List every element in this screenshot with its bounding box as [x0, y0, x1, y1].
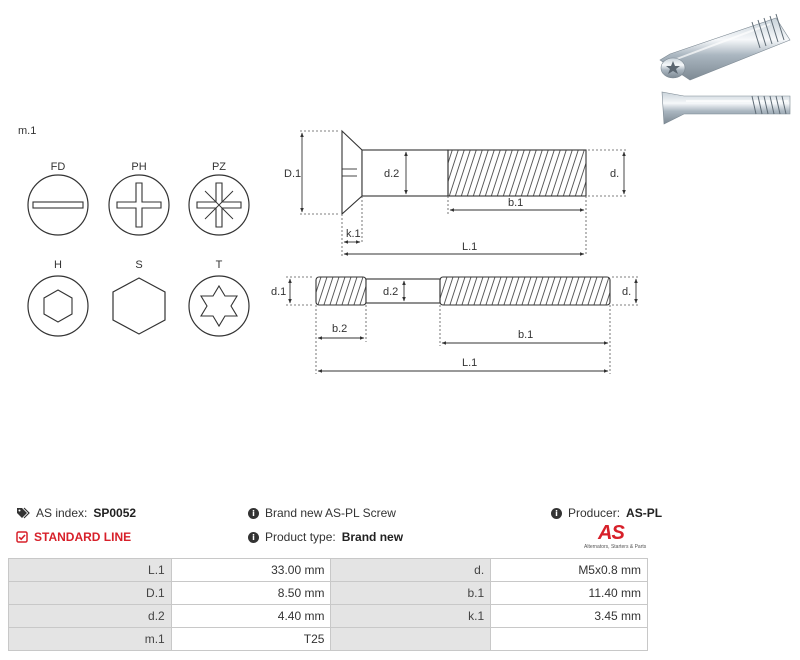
screw-photo-bottom	[661, 91, 791, 125]
info-icon: i	[248, 507, 259, 519]
spec-key: k.1	[330, 604, 492, 628]
dim-label-b1: b.1	[508, 197, 523, 209]
pozidriv-head-icon	[188, 174, 250, 236]
spec-key: L.1	[8, 558, 172, 582]
spec-value	[490, 627, 648, 651]
drive-label-s: S	[135, 259, 142, 271]
dim-label-l1-stud: L.1	[462, 357, 477, 369]
producer-row: i Producer: AS-PL	[551, 506, 662, 520]
spec-value: 4.40 mm	[170, 604, 332, 628]
producer-value: AS-PL	[626, 506, 663, 520]
table-row: m.1 T25	[8, 627, 648, 651]
logo-mark: AS	[598, 522, 625, 544]
standard-line-label: STANDARD LINE	[34, 530, 132, 544]
dim-label-b2: b.2	[332, 323, 347, 335]
table-row: d.2 4.40 mm k.1 3.45 mm	[8, 604, 648, 628]
drive-label-pz: PZ	[212, 161, 226, 173]
drive-type-h: H	[27, 259, 89, 337]
info-icon: i	[248, 531, 259, 543]
hex-head-icon	[112, 277, 166, 335]
spec-value: 11.40 mm	[490, 581, 648, 605]
spec-key: b.1	[330, 581, 492, 605]
dim-label-b1-stud: b.1	[518, 329, 533, 341]
producer-label: Producer:	[568, 506, 621, 520]
drive-type-ph: PH	[108, 161, 170, 236]
dim-label-d: d.	[610, 168, 619, 180]
product-photo	[659, 13, 791, 125]
as-index-label: AS index:	[36, 506, 88, 520]
dim-label-k1: k.1	[346, 228, 361, 240]
stud-drawing: d.1 d.2 d. b.2 b.1 L.1	[271, 276, 640, 374]
as-pl-logo: AS Alternators, Starters & Parts	[584, 522, 652, 552]
table-row: L.1 33.00 mm d. M5x0.8 mm	[8, 558, 648, 582]
slotted-head-icon	[27, 174, 89, 236]
dim-label-d2: d.2	[384, 168, 399, 180]
tags-icon	[17, 507, 30, 519]
drive-label-ph: PH	[131, 161, 146, 173]
product-type-label: Product type:	[265, 530, 336, 544]
spec-key: d.2	[8, 604, 172, 628]
as-index-row: AS index: SP0052	[16, 506, 136, 520]
table-row: D.1 8.50 mm b.1 11.40 mm	[8, 581, 648, 605]
phillips-head-icon	[108, 174, 170, 236]
drive-label-h: H	[54, 259, 62, 271]
spec-key: m.1	[8, 627, 172, 651]
drive-type-fd: FD	[27, 161, 89, 236]
spec-value: 33.00 mm	[170, 558, 332, 582]
drive-type-s: S	[112, 259, 166, 335]
product-type-value: Brand new	[341, 530, 404, 544]
brand-text: Brand new AS-PL Screw	[265, 506, 396, 520]
countersunk-screw-drawing: D.1 d.2 d. b.1 k.1 L.1	[284, 129, 628, 256]
as-index-value: SP0052	[93, 506, 137, 520]
dim-label-d1: D.1	[284, 168, 301, 180]
torx-head-icon	[188, 275, 250, 337]
standard-line-row: STANDARD LINE	[16, 530, 131, 544]
dim-label-d1-stud: d.1	[271, 286, 286, 298]
dim-label-d2-stud: d.2	[383, 286, 398, 298]
drive-type-t: T	[188, 259, 250, 337]
drive-label-t: T	[216, 259, 223, 271]
brand-row: i Brand new AS-PL Screw	[248, 506, 396, 520]
dim-label-d-stud: d.	[622, 286, 631, 298]
dim-label-l1-top: L.1	[462, 241, 477, 253]
spec-key	[330, 627, 492, 651]
screw-photo-top	[659, 13, 791, 81]
drive-label-fd: FD	[51, 161, 66, 173]
hex-socket-icon	[27, 275, 89, 337]
spec-value: 8.50 mm	[170, 581, 332, 605]
check-square-icon	[16, 531, 28, 543]
product-type-row: i Product type: Brand new	[248, 530, 403, 544]
info-icon: i	[551, 507, 562, 519]
spec-key: d.	[330, 558, 492, 582]
specs-table: L.1 33.00 mm d. M5x0.8 mm D.1 8.50 mm b.…	[8, 558, 648, 651]
technical-drawing: m.1 FD PH PZ H	[18, 13, 791, 374]
spec-value: M5x0.8 mm	[490, 558, 648, 582]
spec-value: 3.45 mm	[490, 604, 648, 628]
spec-value: T25	[170, 627, 332, 651]
view-label: m.1	[18, 125, 36, 137]
spec-key: D.1	[8, 581, 172, 605]
drive-type-pz: PZ	[188, 161, 250, 236]
logo-tagline: Alternators, Starters & Parts	[584, 544, 647, 550]
